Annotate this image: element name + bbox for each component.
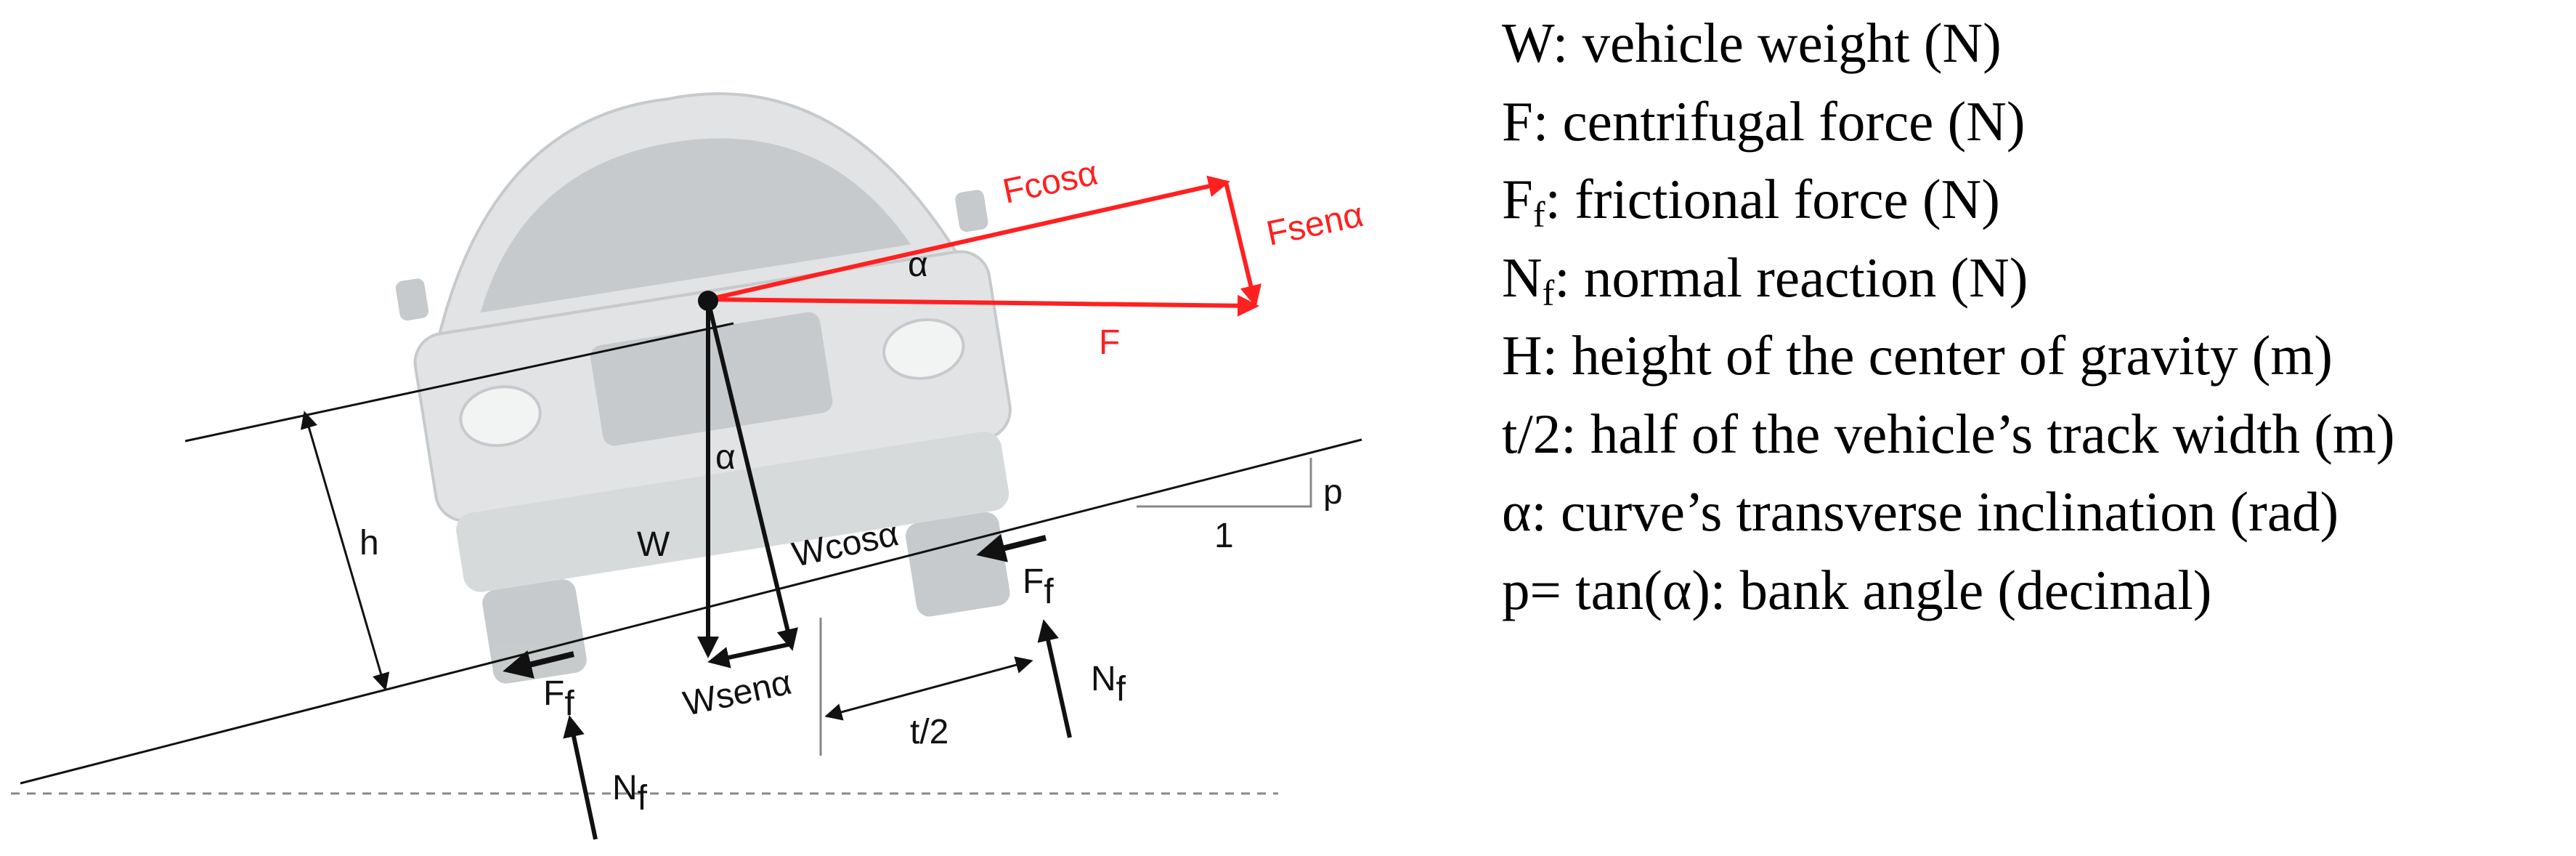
right-normal-label: Nf <box>1091 660 1126 708</box>
legend-item-track-width: t/2: half of the vehicle’s track width (… <box>1502 402 2395 465</box>
fsen-label: Fsenα <box>1263 195 1367 254</box>
fcos-label: Fcosα <box>999 154 1101 211</box>
slope-triangle <box>1137 458 1312 508</box>
left-normal-label: Nf <box>612 769 648 817</box>
fcos-force-arrow <box>707 175 1230 302</box>
f-force-arrow <box>707 294 1259 317</box>
alpha-mid-label: α <box>715 438 736 477</box>
left-friction-arrow <box>503 650 574 679</box>
legend-item-weight: W: vehicle weight (N) <box>1502 12 2002 74</box>
right-normal-arrow <box>1037 619 1072 738</box>
legend-item-height: H: height of the center of gravity (m) <box>1502 324 2333 387</box>
f-label: F <box>1099 323 1120 362</box>
legend-item-frictional-force: Ff: frictional force (N) <box>1502 168 2000 235</box>
w-label: W <box>637 525 670 564</box>
road-surface-line <box>20 438 1362 785</box>
wcos-force-arrow <box>706 300 798 651</box>
legend-item-bank-angle: p= tan(α): bank angle (decimal) <box>1502 558 2212 621</box>
variable-legend: W: vehicle weight (N) F: centrifugal for… <box>1502 4 2394 629</box>
legend-item-inclination: α: curve’s transverse inclination (rad) <box>1502 480 2339 543</box>
track-width-dimension-line <box>824 656 1033 721</box>
legend-item-normal-reaction: Nf: normal reaction (N) <box>1502 246 2028 313</box>
p-label: p <box>1323 473 1343 512</box>
h-label: h <box>359 524 379 562</box>
legend-item-centrifugal-force: F: centrifugal force (N) <box>1502 89 2026 153</box>
wsen-force-arrow <box>707 642 792 669</box>
vehicle-force-diagram: h p 1 Fcosα Fsenα F α α W Wcosα Wsenα t/… <box>11 92 1367 840</box>
one-label: 1 <box>1214 517 1234 555</box>
left-friction-label: Ff <box>543 674 574 723</box>
right-friction-arrow <box>976 533 1047 562</box>
height-dimension-line <box>300 411 390 691</box>
fsen-force-arrow <box>1224 182 1261 307</box>
road-top-line <box>184 322 734 443</box>
right-friction-label: Ff <box>1023 562 1054 611</box>
alpha-top-label: α <box>908 246 928 284</box>
t-half-label: t/2 <box>910 713 948 751</box>
wsen-label: Wsenα <box>680 663 795 724</box>
vehicle-illustration <box>395 92 1012 684</box>
left-normal-arrow <box>563 715 598 840</box>
